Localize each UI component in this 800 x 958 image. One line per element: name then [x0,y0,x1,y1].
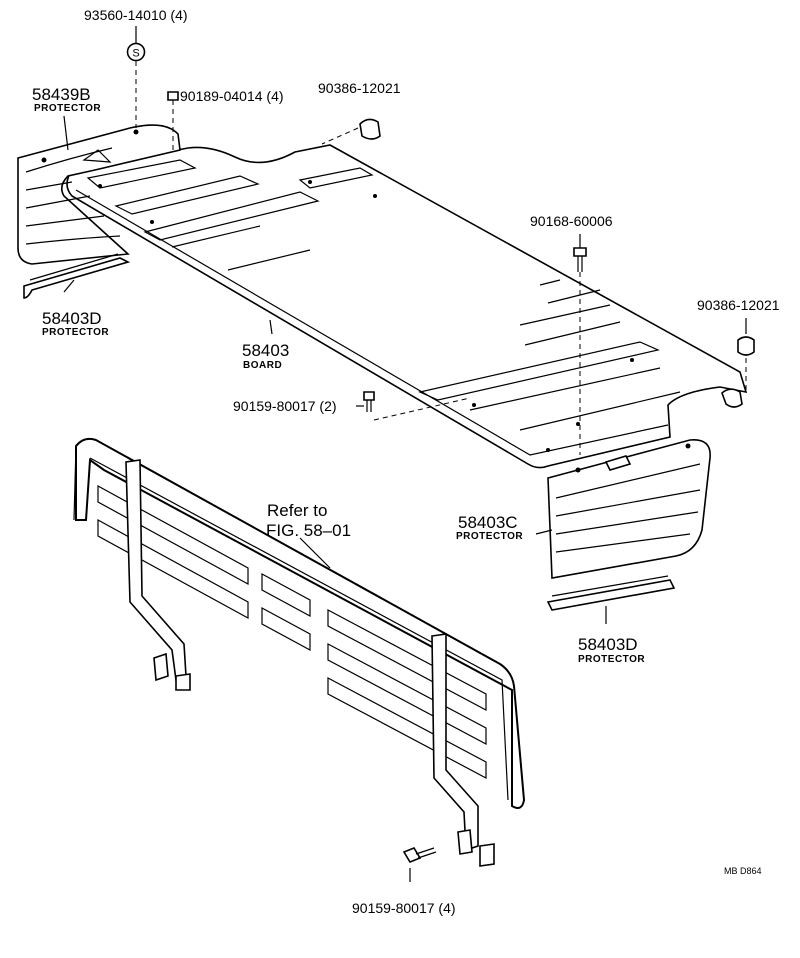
label-screw-90189: 90189-04014 (4) [180,88,284,104]
label-58403D-left-name: PROTECTOR [42,327,109,338]
nut-90386-right [737,336,755,356]
protector-58439B [17,124,181,265]
label-board-number: 58403 [242,341,289,360]
diagram-code: MB D864 [724,866,762,876]
label-58403C-number: 58403C [458,513,518,532]
label-board-name: BOARD [243,360,282,371]
label-nut-90386-right: 90386-12021 [697,297,780,313]
clip-93560 [126,42,146,62]
screw-90189 [167,91,179,101]
label-bolt-90168: 90168-60006 [530,213,613,229]
bolt-90168 [573,247,587,257]
protector-58403D-left [23,253,131,299]
protector-58403D-right [546,575,676,611]
bolt-90159-2 [363,391,375,401]
rear-frame [73,437,526,867]
labels: 93560-14010 (4) 58439B PROTECTOR 90189-0… [32,7,780,916]
label-bolt-90159-4: 90159-80017 (4) [352,900,456,916]
board-58403 [66,144,748,469]
label-clip-93560: 93560-14010 (4) [84,7,188,23]
label-58439B-name: PROTECTOR [34,103,101,114]
leader-lines [63,26,747,882]
fasteners: S [126,42,755,863]
label-58403D-right-number: 58403D [578,635,638,654]
label-bolt-90159-2: 90159-80017 (2) [233,398,337,414]
label-58403D-left-number: 58403D [42,309,102,328]
label-58439B-number: 58439B [32,85,91,104]
label-58403D-right-name: PROTECTOR [578,654,645,665]
bolt-90159-4 [402,847,422,863]
label-refer-line2: FIG. 58–01 [266,521,351,540]
label-refer-line1: Refer to [267,501,327,520]
label-nut-90386-left: 90386-12021 [318,80,401,96]
label-58403C-name: PROTECTOR [456,531,523,542]
nut-90386-left [359,118,381,140]
clip-symbol: S [132,48,139,60]
protector-58403C [547,439,711,579]
